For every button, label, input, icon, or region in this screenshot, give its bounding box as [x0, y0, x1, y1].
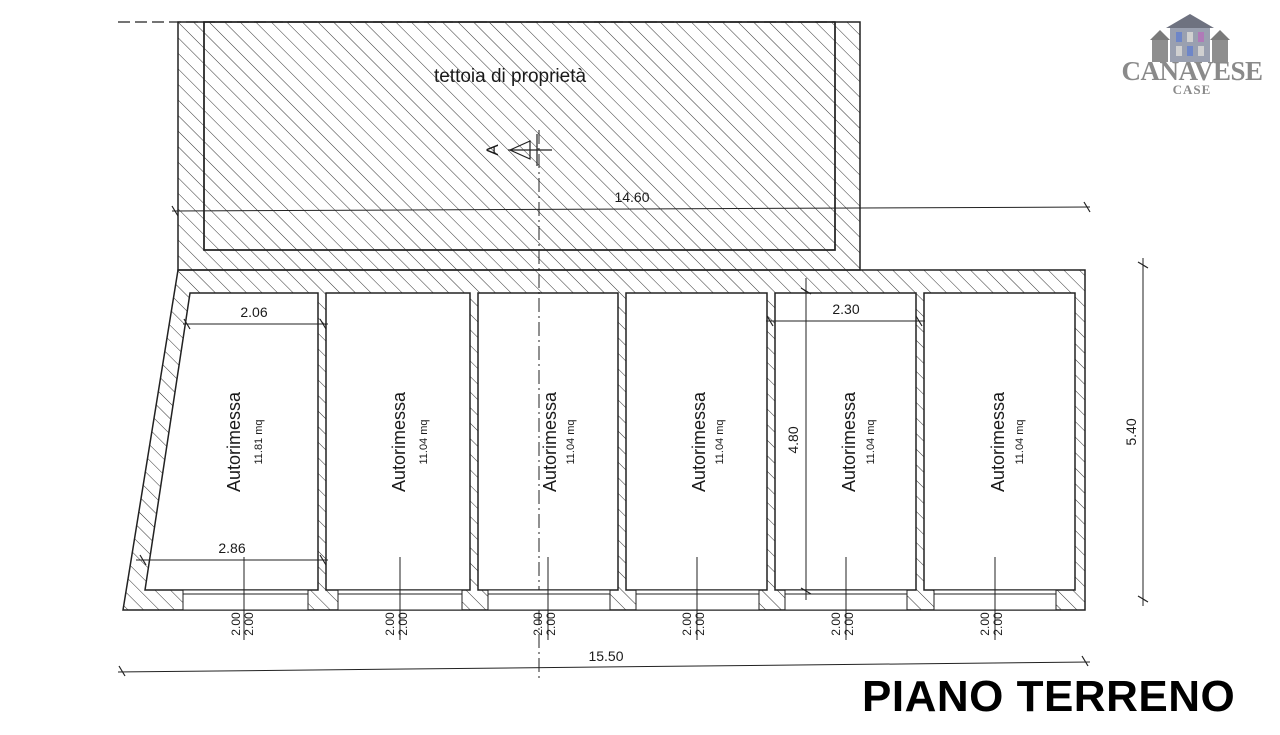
garage-1: Autorimessa 11.81 mq	[224, 391, 265, 492]
dimension-block-depth: 5.40	[1123, 258, 1149, 606]
dimension-room-depth: 4.80	[785, 278, 812, 600]
dimension-label: 14.60	[614, 189, 649, 205]
houses-icon	[1150, 14, 1230, 62]
dimension-total-width: 15.50	[117, 648, 1091, 677]
garage-6: Autorimessa 11.04 mq	[988, 391, 1026, 492]
garage-area: 11.04 mq	[865, 419, 877, 464]
door-width-b: 2.00	[242, 612, 256, 636]
garage-name: Autorimessa	[540, 391, 560, 492]
garage-area: 11.04 mq	[565, 419, 577, 464]
canopy-area	[203, 21, 836, 251]
canopy-label: tettoia di proprietà	[434, 66, 587, 87]
dimension-label: 5.40	[1123, 418, 1139, 445]
dimension-label: 2.86	[218, 540, 245, 556]
door-width-b: 2.00	[544, 612, 558, 636]
door-width-b: 2.00	[842, 612, 856, 636]
door-width-a: 2.00	[829, 612, 843, 636]
door-width-b: 2.00	[396, 612, 410, 636]
dimension-label: 4.80	[785, 426, 801, 453]
section-marker-label: A	[483, 144, 502, 156]
garage-3: Autorimessa 11.04 mq	[540, 391, 577, 492]
door-width-a: 2.00	[680, 612, 694, 636]
garage-5: Autorimessa 11.04 mq	[839, 391, 877, 492]
garage-2: Autorimessa 11.04 mq	[389, 391, 430, 492]
garage-name: Autorimessa	[839, 391, 859, 492]
door-width-a: 2.00	[531, 612, 545, 636]
garage-area: 11.04 mq	[418, 419, 430, 464]
drawing-title: PIANO TERRENO	[862, 672, 1236, 721]
door-width-b: 2.00	[693, 612, 707, 636]
dimension-label: 15.50	[588, 648, 623, 664]
canavese-case-logo: CANAVESE CASE	[1112, 12, 1272, 104]
door-width-a: 2.00	[229, 612, 243, 636]
door-width-a: 2.00	[978, 612, 992, 636]
garage-block-wall	[122, 269, 1086, 611]
garage-area: 11.04 mq	[714, 419, 726, 464]
garage-area: 11.81 mq	[253, 419, 265, 464]
section-marker-a: A	[483, 134, 552, 166]
door-widths: 2.00 2.00 2.00 2.00 2.00 2.00 2.00 2.00 …	[229, 612, 1005, 636]
garage-name: Autorimessa	[389, 391, 409, 492]
dimension-label: 2.30	[832, 301, 859, 317]
garage-area: 11.04 mq	[1014, 419, 1026, 464]
garage-name: Autorimessa	[988, 391, 1008, 492]
garage-name: Autorimessa	[224, 391, 244, 492]
dimension-fifth-top-width: 2.30	[766, 301, 925, 327]
dimension-first-bottom-width: 2.86	[136, 540, 328, 566]
garage-name: Autorimessa	[689, 391, 709, 492]
logo-wordmark: CANAVESE	[1121, 56, 1263, 86]
dimension-canopy-width: 14.60	[171, 189, 1091, 217]
door-width-b: 2.00	[991, 612, 1005, 636]
logo-subtitle: CASE	[1172, 82, 1212, 97]
door-width-a: 2.00	[383, 612, 397, 636]
dimension-label: 2.06	[240, 304, 267, 320]
garage-4: Autorimessa 11.04 mq	[689, 391, 726, 492]
dimension-first-top-width: 2.06	[183, 304, 328, 330]
